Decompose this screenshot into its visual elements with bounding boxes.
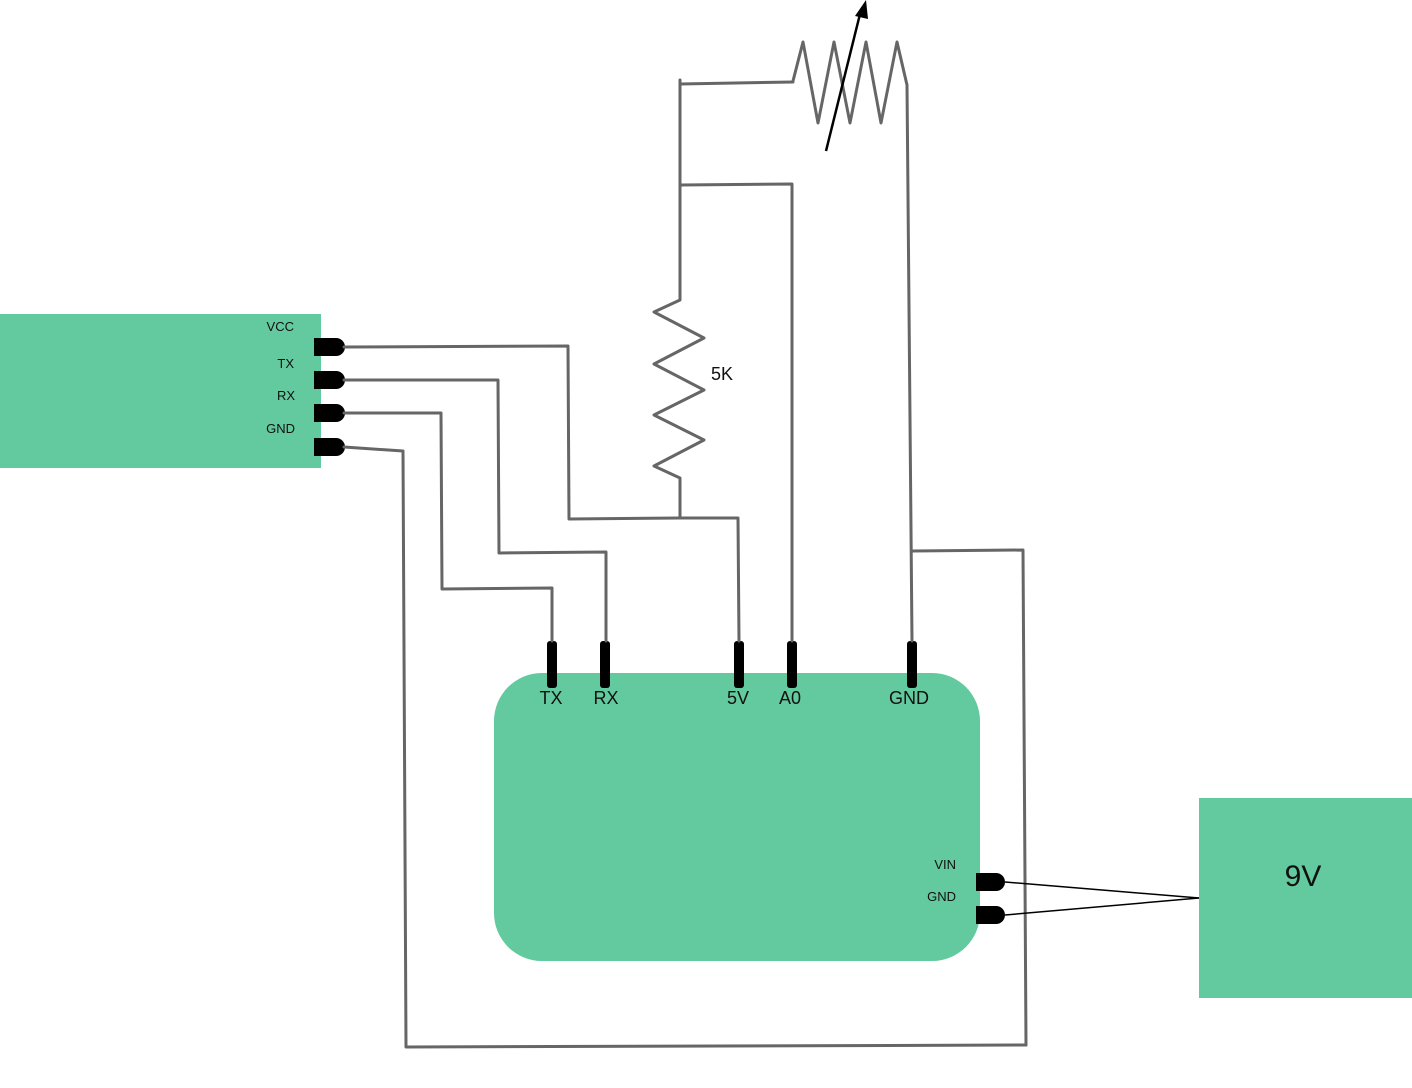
arduino-label-gnd: GND [889,688,929,708]
wire-pot-left [678,78,795,86]
wire-battery-gnd [1004,897,1200,916]
wire-pot-right-gnd [905,83,914,643]
arduino-label-tx: TX [539,688,562,708]
wire-tx-to-rx [342,378,608,643]
resistor-label: 5K [711,364,733,384]
bt-label-tx: TX [277,356,294,371]
arduino-pin-gnd [907,641,917,688]
wire-module-gnd [342,445,1028,1049]
variable-resistor-arrow-line [824,9,863,152]
bt-module: VCC TX RX GND [0,314,345,468]
bt-pin-tx [314,371,345,389]
wire-to-a0 [678,182,794,643]
arduino-board: TX RX 5V A0 GND VIN GND [494,641,1005,961]
arduino-pin-gnd2 [976,906,1005,924]
bt-label-rx: RX [277,388,295,403]
arduino-label-rx: RX [593,688,618,708]
arduino-label-a0: A0 [779,688,801,708]
arduino-label-5v: 5V [727,688,749,708]
bt-module-body [0,314,321,468]
bt-pin-gnd [314,438,345,456]
arduino-pin-tx [547,641,557,688]
bt-label-vcc: VCC [267,319,294,334]
arduino-pin-a0 [787,641,797,688]
arduino-body [494,673,980,961]
variable-resistor-zigzag [791,40,909,125]
wire-gnd-right [910,548,1028,1047]
resistor-zigzag [652,294,706,482]
wire-rx-to-tx [342,411,554,643]
battery: 9V [1199,798,1412,998]
arrow-head-icon [855,0,868,19]
arduino-pin-rx [600,641,610,688]
bt-pin-rx [314,404,345,422]
arduino-label-vin: VIN [934,857,956,872]
bt-label-gnd: GND [266,421,295,436]
arduino-label-gnd2: GND [927,889,956,904]
battery-body [1199,798,1412,998]
wire-to-5v [678,478,741,643]
arduino-pin-5v [734,641,744,688]
variable-resistor [791,0,909,152]
arduino-pin-vin [976,873,1005,891]
battery-label: 9V [1285,860,1322,893]
bt-pin-vcc [314,338,345,356]
wire-battery-vin [1004,881,1200,899]
wire-vcc [342,344,682,521]
wires [342,78,1200,1049]
resistor-5k: 5K [652,294,733,482]
